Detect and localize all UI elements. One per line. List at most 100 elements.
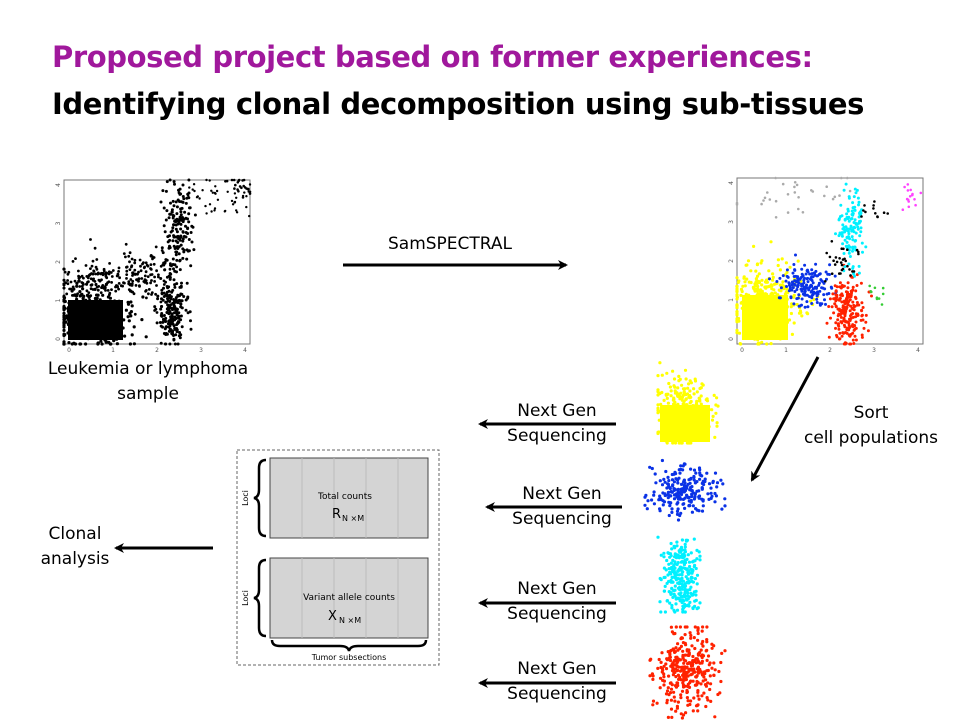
point (854, 231, 858, 235)
point (708, 674, 712, 678)
ngs-label-1-line-2: Sequencing (507, 426, 607, 446)
point (680, 383, 684, 387)
point (859, 281, 863, 285)
point (785, 268, 789, 272)
point (795, 288, 799, 291)
point (170, 312, 174, 316)
point (106, 326, 110, 331)
point (811, 281, 815, 285)
point (119, 319, 123, 323)
point (697, 669, 701, 674)
point (187, 212, 191, 216)
point (774, 216, 778, 219)
point (799, 310, 803, 315)
point (90, 330, 94, 334)
point (78, 285, 82, 288)
point (695, 657, 699, 661)
point (849, 332, 853, 336)
point (808, 277, 812, 281)
point (688, 389, 692, 393)
point (742, 276, 746, 280)
point (705, 399, 710, 403)
point (123, 334, 127, 338)
point (101, 272, 104, 275)
point (676, 700, 681, 704)
point (740, 306, 744, 310)
point (166, 235, 170, 239)
point (172, 267, 175, 271)
point (156, 297, 160, 301)
point (89, 277, 93, 281)
point (164, 342, 168, 346)
point (755, 319, 759, 323)
point (775, 314, 779, 318)
point (664, 439, 668, 443)
point (833, 195, 837, 199)
point (680, 716, 685, 720)
point (758, 321, 762, 325)
point (696, 694, 700, 698)
point (687, 560, 692, 564)
point (692, 478, 696, 482)
point (701, 504, 705, 508)
point (108, 291, 112, 295)
point (768, 198, 772, 201)
point (68, 322, 72, 326)
point (710, 646, 714, 650)
point (874, 212, 877, 215)
point (230, 199, 234, 203)
point (768, 316, 772, 320)
point (786, 275, 790, 279)
point (687, 503, 692, 507)
total-counts-symbol: R (332, 507, 341, 522)
point (696, 606, 700, 610)
point (669, 691, 673, 695)
point (838, 194, 841, 197)
point (821, 286, 825, 290)
ngs-label-4: Next Gen Sequencing (490, 657, 624, 707)
point (858, 212, 862, 216)
point (652, 493, 656, 497)
point (670, 547, 674, 551)
point (703, 479, 707, 484)
point (695, 557, 699, 561)
point (653, 472, 657, 476)
point (179, 299, 183, 303)
point (89, 294, 93, 298)
point (179, 285, 183, 289)
point (96, 296, 99, 300)
point (76, 315, 80, 319)
point (175, 205, 179, 209)
point (810, 289, 814, 293)
point (709, 486, 713, 490)
point (839, 203, 843, 207)
point (685, 538, 690, 542)
point (719, 478, 723, 482)
raw-points (62, 178, 252, 346)
point (167, 312, 171, 316)
point (162, 314, 166, 317)
point (171, 239, 175, 243)
point (129, 300, 133, 304)
point (78, 290, 82, 294)
point (663, 584, 667, 589)
point (755, 274, 760, 278)
point (690, 489, 694, 493)
point (690, 431, 694, 435)
point (768, 331, 772, 335)
point (155, 321, 159, 325)
point (648, 674, 652, 678)
point (62, 333, 66, 338)
point (139, 269, 143, 273)
point (676, 683, 680, 688)
point (643, 503, 647, 507)
point (164, 189, 168, 193)
point (90, 264, 94, 268)
point (175, 230, 179, 234)
point (860, 335, 864, 339)
x-tick-label: 2 (155, 347, 159, 354)
point (188, 206, 192, 210)
point (179, 218, 183, 222)
point (130, 304, 134, 308)
point (167, 319, 171, 323)
